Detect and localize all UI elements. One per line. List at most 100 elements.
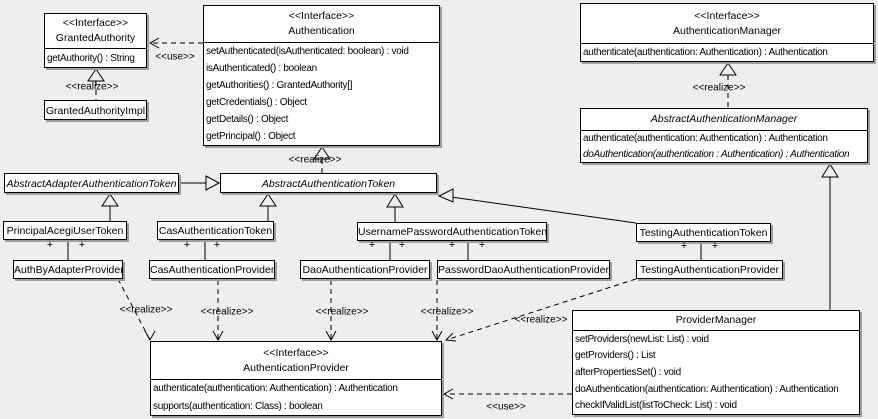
class-title: UsernamePasswordAuthenticationToken [358,223,547,240]
class-title: AbstractAuthenticationManager [581,109,867,131]
class-name: TestingAuthenticationToken [639,227,768,239]
edge-stereotype-label: <<realize>> [692,82,746,94]
class-title: GrantedAuthorityImpl [45,101,146,119]
multiplicity-label: + [46,239,54,251]
edge-stereotype-label: <<realize>> [119,304,173,316]
generalization-triangle-icon [101,193,119,207]
multiplicity-label: + [213,239,221,251]
class-name: AbstractAdapterAuthenticationToken [6,177,177,190]
class-method: doAuthentication(authentication: Authent… [575,383,839,395]
class-box-auth-by-adapter-provider: AuthByAdapterProvider [13,260,123,279]
edge-stereotype-label: <<use>> [486,401,526,413]
class-method: authenticate(authentication: Authenticat… [583,133,828,145]
class-box-cas-authentication-provider: CasAuthenticationProvider [149,260,275,279]
class-name: ProviderManager [675,314,757,326]
multiplicity-label: + [368,239,376,251]
class-method: setAuthenticated(isAuthenticated: boolea… [206,46,409,57]
multiplicity-label: + [448,239,456,251]
class-method: getAuthorities() : GrantedAuthority[] [206,80,353,91]
class-name: UsernamePasswordAuthenticationToken [358,226,547,238]
edge-stereotype-label: <<realize>> [315,306,369,318]
class-title: <<Interface>>Authentication [204,6,439,43]
class-box-authentication-provider: <<Interface>> AuthenticationProvider authe… [150,341,442,416]
solid-edge-line [450,196,637,224]
class-name: GrantedAuthority [55,32,136,44]
dashed-edge-line [445,278,637,341]
class-methods: setAuthenticated(isAuthenticated: boolea… [204,43,439,145]
class-methods: authenticate(authentication: Authenticat… [151,380,441,415]
edge-stereotype-label: <<realize>> [420,306,474,318]
class-title: AbstractAuthenticationToken [221,174,436,192]
class-method: afterPropertiesSet() : void [575,366,681,378]
multiplicity-label: + [478,239,486,251]
class-name: AuthenticationProvider [243,361,349,374]
class-title: DaoAuthenticationProvider [301,261,429,278]
generalization-triangle-icon [437,188,454,203]
class-title: CasAuthenticationProvider [150,261,274,278]
class-title: PrincipalAcegiUserToken [4,222,126,239]
class-box-password-dao-authentication-provider: PasswordDaoAuthenticationProvider [437,260,610,279]
multiplicity-label: + [183,239,191,251]
class-method: getPrincipal() : Object [206,131,296,142]
edge-stereotype-label: <<realize>> [65,81,119,93]
class-method: setProviders(newList: List) : void [575,333,709,345]
generalization-triangle-icon [87,68,105,82]
class-box-cas-authentication-token: CasAuthenticationToken [157,221,274,240]
generalization-triangle-icon [259,193,277,207]
class-title: ProviderManager [573,311,859,331]
class-method: supports(authentication: Class) : boolea… [153,400,323,412]
class-box-granted-authority-impl: GrantedAuthorityImpl [44,100,147,120]
class-box-authentication-manager: <<Interface>>AuthenticationManager authen… [580,3,874,62]
class-methods: getAuthority() : String [45,49,146,67]
class-methods: authenticate(authentication: Authenticat… [581,44,873,61]
class-title: CasAuthenticationToken [158,222,273,239]
generalization-triangle-icon [313,146,331,160]
class-box-testing-authentication-token: TestingAuthenticationToken [636,223,771,242]
open-arrowhead-icon [442,388,454,400]
edge-stereotype-label: <<realize>> [514,314,568,326]
class-box-principal-acegi-user-token: PrincipalAcegiUserToken [3,221,127,240]
generalization-triangle-icon [205,175,221,191]
class-name: PrincipalAcegiUserToken [6,225,124,237]
class-box-username-password-authentication-token: UsernamePasswordAuthenticationToken [357,222,547,241]
stereotype-label: <<Interface>> [62,17,129,29]
open-arrowhead-icon [325,330,337,342]
class-box-abstract-authentication-token: AbstractAuthenticationToken [220,173,437,193]
class-name: CasAuthenticationToken [158,225,273,237]
class-title: TestingAuthenticationProvider [637,261,782,278]
class-title: AbstractAdapterAuthenticationToken [5,174,178,192]
stereotype-label: <<Interface>> [263,346,329,359]
class-method: checkIfValidList(listToCheck: List) : vo… [575,400,737,412]
stereotype-label: <<Interface>> [288,10,355,22]
class-title: <<Interface>> AuthenticationProvider [151,342,441,380]
class-name: AuthByAdapterProvider [14,264,123,276]
open-arrowhead-icon [444,332,457,342]
class-name: DaoAuthenticationProvider [302,264,428,276]
class-method: getCredentials() : Object [206,97,307,108]
class-method: isAuthenticated() : boolean [206,63,317,74]
class-name: AbstractAuthenticationManager [650,113,798,125]
open-arrowhead-icon [144,330,156,342]
class-method: doAuthentication(authentication : Authen… [583,148,850,160]
generalization-triangle-icon [821,163,839,178]
class-box-dao-authentication-provider: DaoAuthenticationProvider [300,260,430,279]
edge-stereotype-label: <<realize>> [288,154,342,166]
class-method: authenticate(authentication: Authenticat… [583,47,828,58]
class-box-authentication: <<Interface>>Authentication setAuthentica… [203,5,440,146]
class-box-abstract-adapter-authentication-token: AbstractAdapterAuthenticationToken [4,173,179,193]
class-title: PasswordDaoAuthenticationProvider [438,261,610,278]
open-arrowhead-icon [148,37,160,49]
edge-stereotype-label: <<realize>> [200,306,254,318]
multiplicity-label: + [711,240,719,252]
open-arrowhead-icon [212,330,224,342]
multiplicity-label: + [78,239,86,251]
multiplicity-label: + [680,240,688,252]
generalization-triangle-icon [386,193,404,208]
class-name: PasswordDaoAuthenticationProvider [438,264,610,276]
class-title: <<Interface>>AuthenticationManager [581,4,873,44]
edge-stereotype-label: <<use>> [155,51,195,63]
multiplicity-label: + [398,239,406,251]
class-method: getDetails() : Object [206,114,289,125]
